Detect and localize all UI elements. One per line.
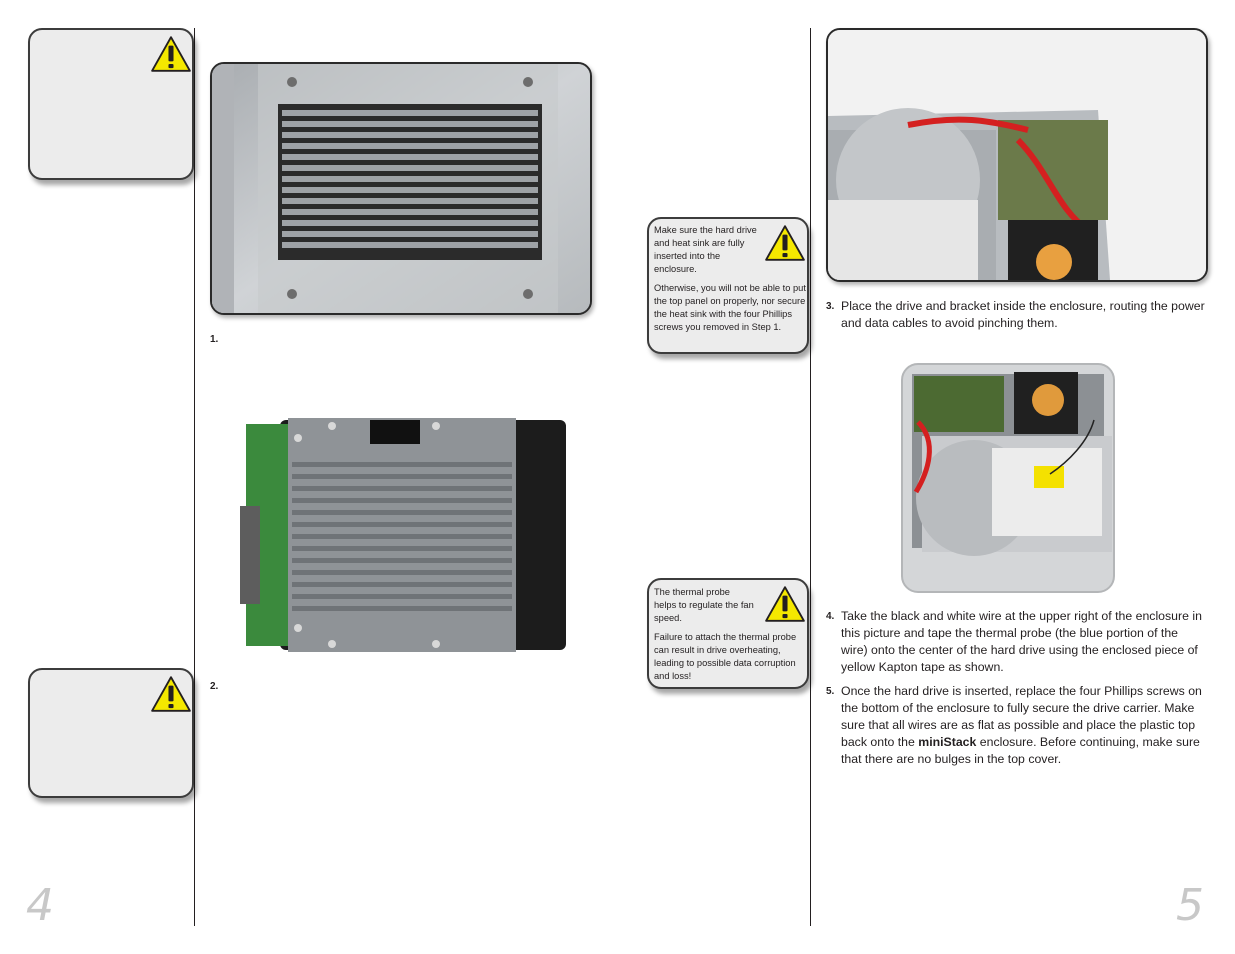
note-text: Otherwise, you will not be able to put t… <box>654 283 806 332</box>
step-text-part: enclosure. Before continuing, make sure … <box>841 735 1200 766</box>
warning-box-bottom-left <box>28 668 194 798</box>
step-number: 2. <box>210 681 219 692</box>
warning-triangle-icon <box>151 676 191 712</box>
step-5: 5. Once the hard drive is inserted, repl… <box>826 683 1206 768</box>
step-number: 5. <box>826 686 835 697</box>
page-number-left: 4 <box>26 880 54 931</box>
note-text: Make sure the hard drive and heat sink a… <box>654 225 757 274</box>
step-4: 4. Take the black and white wire at the … <box>826 608 1206 676</box>
center-divider <box>810 28 811 926</box>
drive-in-enclosure-closeup-photo <box>826 28 1208 282</box>
step-number: 1. <box>210 334 219 345</box>
thermal-probe-photo <box>898 362 1118 594</box>
note-text: Failure to attach the thermal probe can … <box>654 632 797 681</box>
page-number-right: 5 <box>1176 880 1204 931</box>
step-text: Place the drive and bracket inside the e… <box>841 299 1205 330</box>
drive-with-heatsink-photo <box>240 418 568 652</box>
step-text-part: Once the hard drive is inserted, replace… <box>841 684 1202 749</box>
step-3: 3. Place the drive and bracket inside th… <box>826 298 1206 332</box>
step-number: 3. <box>826 301 835 312</box>
warning-box-top-left <box>28 28 194 180</box>
warning-triangle-icon <box>151 36 191 72</box>
enclosure-bottom-photo <box>210 62 592 315</box>
step-text: Once the hard drive is inserted, replace… <box>841 683 1206 768</box>
step-text: Take the black and white wire at the upp… <box>841 609 1202 674</box>
left-column-divider <box>194 28 195 926</box>
note-text: The thermal probe helps to regulate the … <box>654 587 754 623</box>
warning-box-thermal-probe: The thermal probe helps to regulate the … <box>647 578 809 689</box>
warning-box-drive-fit: Make sure the hard drive and heat sink a… <box>647 217 809 354</box>
brand-name: miniStack <box>918 735 977 749</box>
step-number: 4. <box>826 611 835 622</box>
